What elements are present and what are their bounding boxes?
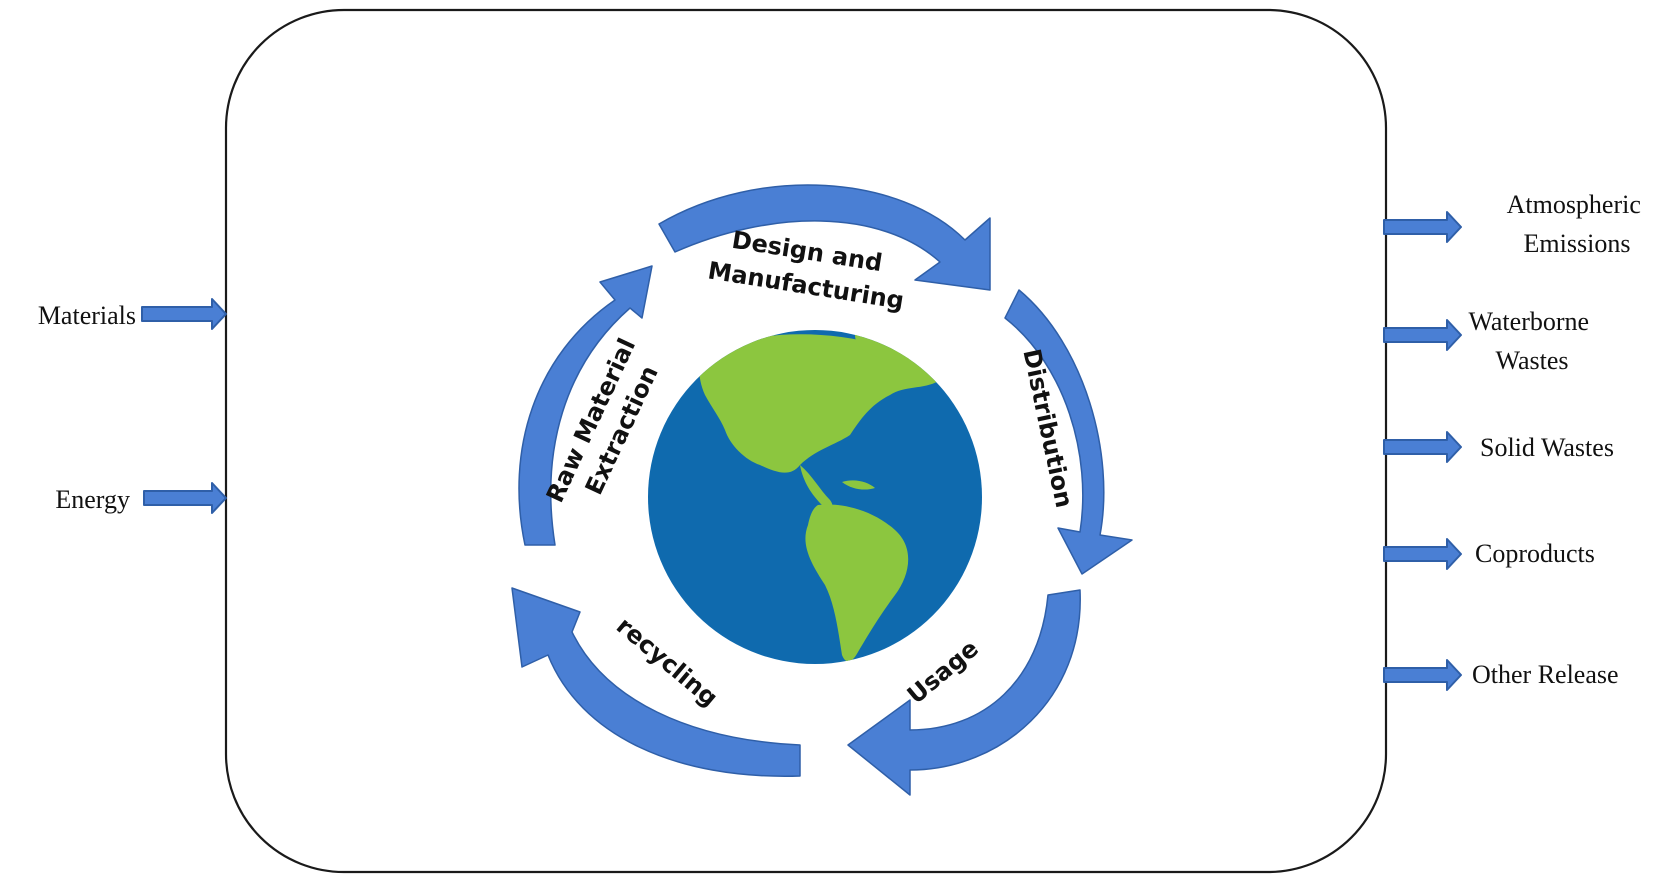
output-label: Coproducts (1475, 539, 1595, 568)
output-label: Waterborne Wastes (1468, 307, 1595, 375)
output-arrow (1383, 211, 1462, 243)
cycle-arrow-distribution-to-usage (1004, 289, 1133, 575)
cycle-arrow-usage-to-recycling (847, 589, 1081, 796)
north-america-landmass (699, 334, 940, 473)
input-label: Energy (55, 485, 130, 514)
output-other-release: Other Release (1383, 659, 1619, 691)
output-waterborne-wastes: Waterborne Wastes (1383, 307, 1595, 375)
caribbean-islands (842, 480, 875, 490)
output-label: Other Release (1472, 660, 1619, 689)
output-arrow (1383, 431, 1462, 463)
earth-globe-icon (648, 330, 982, 664)
output-arrow (1383, 538, 1462, 570)
input-energy: Energy (55, 482, 227, 514)
output-solid-wastes: Solid Wastes (1383, 431, 1614, 463)
cycle-arrow-design-to-distribution (658, 184, 991, 291)
cycle-arrow-extraction-to-design (518, 265, 653, 546)
input-label: Materials (38, 301, 136, 330)
input-materials: Materials (38, 298, 227, 330)
input-arrow (143, 482, 227, 514)
output-atmospheric-emissions: Atmospheric Emissions (1383, 190, 1648, 258)
output-label: Solid Wastes (1480, 433, 1614, 462)
central-america-landmass (800, 465, 833, 509)
south-america-landmass (805, 504, 909, 662)
cycle-arrow-recycling-to-extraction (511, 587, 801, 777)
cycle-arrows (511, 184, 1133, 796)
output-arrow (1383, 659, 1462, 691)
output-label: Atmospheric Emissions (1507, 190, 1648, 258)
input-arrow (141, 298, 227, 330)
output-coproducts: Coproducts (1383, 538, 1595, 570)
output-arrow (1383, 319, 1462, 351)
